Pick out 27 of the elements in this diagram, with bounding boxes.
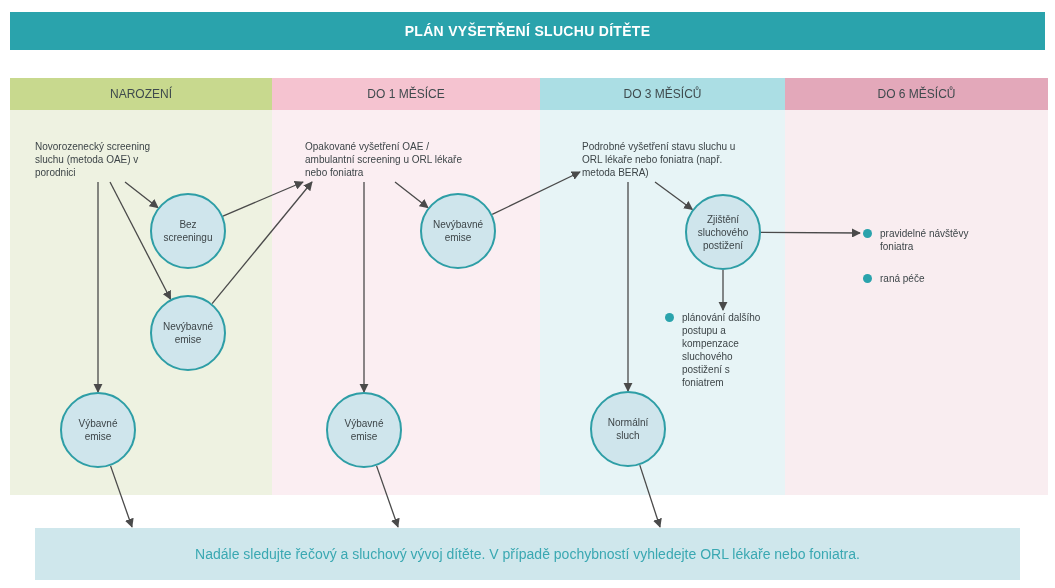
- step-text: Novorozenecký screening sluchu (metoda OAE) v porodnici: [35, 140, 160, 179]
- arrow: [623, 181, 633, 392]
- arrow: [394, 181, 429, 209]
- column-header: DO 1 MĚSÍCE: [272, 78, 540, 110]
- bullet-item: raná péče: [862, 272, 962, 285]
- bullet-item: pravidelné návštěvy foniatra: [862, 227, 992, 253]
- arrow: [375, 465, 400, 528]
- arrow: [760, 228, 861, 238]
- arrow: [109, 465, 134, 528]
- arrow: [222, 181, 304, 217]
- bullet-item: plánování dalšího postupu a kompenzace sluchového postižení s foniatrem: [664, 311, 764, 389]
- arrow: [211, 181, 313, 305]
- column-header: DO 6 MĚSÍCŮ: [785, 78, 1048, 110]
- step-text: Podrobné vyšetření stavu sluchu u ORL lékaře nebo foniatra (např. metoda BERA): [582, 140, 742, 179]
- arrow: [109, 181, 172, 301]
- arrow: [124, 181, 159, 209]
- arrow: [359, 181, 369, 393]
- arrow: [718, 269, 728, 311]
- arrow: [491, 171, 581, 216]
- step-text: Opakované vyšetření OAE / ambulantní screening u ORL lékaře nebo foniatra: [305, 140, 465, 179]
- note-box: Nadále sledujte řečový a sluchový vývoj dítěte. V případě pochybností vyhledejte ORL lékaře nebo foniatra.: [35, 528, 1020, 580]
- title-banner: PLÁN VYŠETŘENÍ SLUCHU DÍTĚTE: [10, 12, 1045, 50]
- arrow: [654, 181, 694, 211]
- column-header: NAROZENÍ: [10, 78, 272, 110]
- arrow: [93, 181, 103, 393]
- column-header: DO 3 MĚSÍCŮ: [540, 78, 785, 110]
- arrow: [639, 464, 662, 528]
